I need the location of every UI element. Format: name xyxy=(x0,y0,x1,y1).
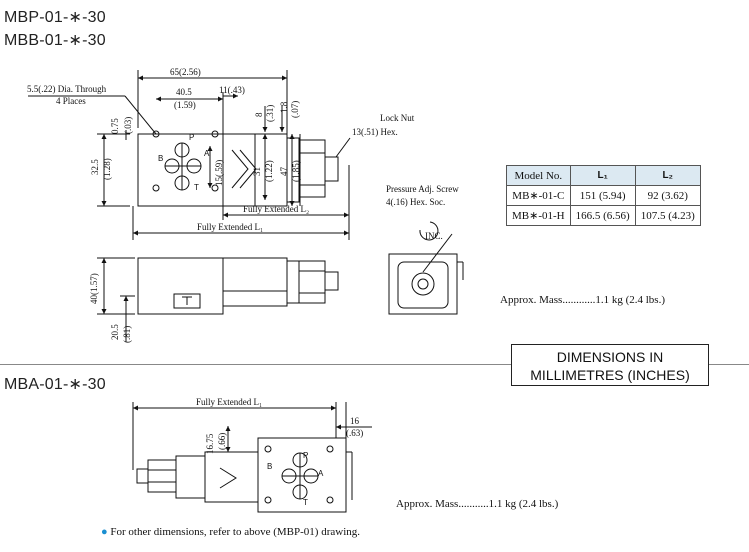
mba-port-a: A xyxy=(318,469,324,478)
dim-32-5-in: (1.28) xyxy=(102,158,112,180)
col-model: Model No. xyxy=(506,165,571,186)
bullet-icon: ● xyxy=(101,526,108,538)
cell-l1: 166.5 (6.56) xyxy=(569,205,636,226)
dim-40-5-in: (1.59) xyxy=(174,100,196,110)
dim-0-75-in: (.03) xyxy=(123,117,133,134)
section-divider xyxy=(0,364,749,365)
cell-model: MB∗-01-H xyxy=(506,205,571,226)
hole-note-line2: 4 Places xyxy=(56,96,86,106)
top-view xyxy=(28,70,351,240)
cell-model: MB∗-01-C xyxy=(506,185,571,206)
lock-nut-label: Lock Nut xyxy=(380,113,415,123)
model-title-mba: MBA-01-∗-30 xyxy=(4,376,106,393)
spec-table-header: Model No. L₁ L₂ xyxy=(506,165,701,186)
top-view-labels: 5.5(.22) Dia. Through 4 Places 65(2.56) … xyxy=(27,67,415,232)
approx-mass-bottom: Approx. Mass...........1.1 kg (2.4 lbs.) xyxy=(396,498,559,510)
dim-40: 40(1.57) xyxy=(89,273,99,304)
mba-dim-16: 16 xyxy=(350,416,360,426)
dim-47-in: (1.85) xyxy=(291,160,301,182)
footnote-text: For other dimensions, refer to above (MB… xyxy=(110,526,360,538)
model-title-mbb: MBB-01-∗-30 xyxy=(4,32,106,49)
dim-8: 8 xyxy=(254,112,264,117)
dim-31-in: (1.22) xyxy=(264,160,274,182)
dim-11: 11(.43) xyxy=(219,85,245,95)
mba-fully-extended-l1: Fully Extended L₁ xyxy=(196,397,262,407)
end-view-labels: Pressure Adj. Screw 4(.16) Hex. Soc. INC… xyxy=(386,184,459,241)
dim-15: 15(.59) xyxy=(214,160,224,186)
table-row: MB∗-01-C 151 (5.94) 92 (3.62) xyxy=(506,185,701,206)
units-banner-line1: DIMENSIONS IN xyxy=(556,349,664,365)
dim-0-75: 0.75 xyxy=(110,118,120,134)
lock-nut-side xyxy=(298,260,326,304)
port-p: P xyxy=(189,133,194,142)
mba-view xyxy=(132,402,372,513)
approx-mass-top: Approx. Mass............1.1 kg (2.4 lbs.… xyxy=(500,294,665,306)
mba-dim-16-75: 16.75 xyxy=(205,433,215,454)
lock-nut-top xyxy=(298,139,326,198)
mba-lock-nut xyxy=(147,459,177,493)
col-l2: L₂ xyxy=(634,165,701,186)
dim-8-in: (.31) xyxy=(265,105,275,122)
lock-nut-hex: 13(.51) Hex. xyxy=(352,127,398,137)
port-a: A xyxy=(204,149,210,158)
dim-20-5: 20.5 xyxy=(110,324,120,340)
col-l1: L₁ xyxy=(569,165,636,186)
inc-label: INC. xyxy=(425,231,443,241)
dim-20-5-in: (.81) xyxy=(122,326,132,343)
mba-dim-16-75-in: (.66) xyxy=(217,433,227,450)
units-banner: DIMENSIONS IN MILLIMETRES (INCHES) xyxy=(511,344,709,386)
spec-table: Model No. L₁ L₂ MB∗-01-C 151 (5.94) 92 (… xyxy=(506,165,701,226)
mba-port-p: P xyxy=(303,451,308,460)
pressure-screw-label: Pressure Adj. Screw xyxy=(386,184,459,194)
valve-body-side xyxy=(137,257,224,315)
end-view xyxy=(388,221,464,315)
mba-dim-16-in: (.63) xyxy=(346,428,363,438)
dim-1-8: 1.8 xyxy=(279,101,289,113)
model-title-mbp: MBP-01-∗-30 xyxy=(4,9,106,26)
dim-47: 47 xyxy=(279,167,289,177)
table-row: MB∗-01-H 166.5 (6.56) 107.5 (4.23) xyxy=(506,205,701,226)
mba-port-b: B xyxy=(267,462,272,471)
cell-l1: 151 (5.94) xyxy=(569,185,636,206)
dim-32-5: 32.5 xyxy=(90,159,100,175)
cell-l2: 92 (3.62) xyxy=(634,185,701,206)
dim-1-8-in: (.07) xyxy=(290,101,300,118)
fully-extended-l2: Fully Extended L₂ xyxy=(243,204,309,214)
port-t: T xyxy=(194,183,199,192)
footnote: ● For other dimensions, refer to above (… xyxy=(101,526,360,538)
side-view-labels: 40(1.57) 20.5 (.81) xyxy=(89,273,132,343)
pressure-screw-hex: 4(.16) Hex. Soc. xyxy=(386,197,445,207)
dim-65: 65(2.56) xyxy=(170,67,201,77)
hole-note-line1: 5.5(.22) Dia. Through xyxy=(27,84,107,94)
mba-view-labels: Fully Extended L₁ 16 (.63) 16.75 (.66) P… xyxy=(196,397,363,507)
end-view-body xyxy=(388,253,458,315)
dim-40-5: 40.5 xyxy=(176,87,192,97)
fully-extended-l1: Fully Extended L₁ xyxy=(197,222,263,232)
units-banner-line2: MILLIMETRES (INCHES) xyxy=(530,367,690,383)
mba-port-t: T xyxy=(303,498,308,507)
dim-31: 31 xyxy=(252,167,262,176)
port-b: B xyxy=(158,154,163,163)
cell-l2: 107.5 (4.23) xyxy=(634,205,701,226)
side-view xyxy=(97,257,339,342)
